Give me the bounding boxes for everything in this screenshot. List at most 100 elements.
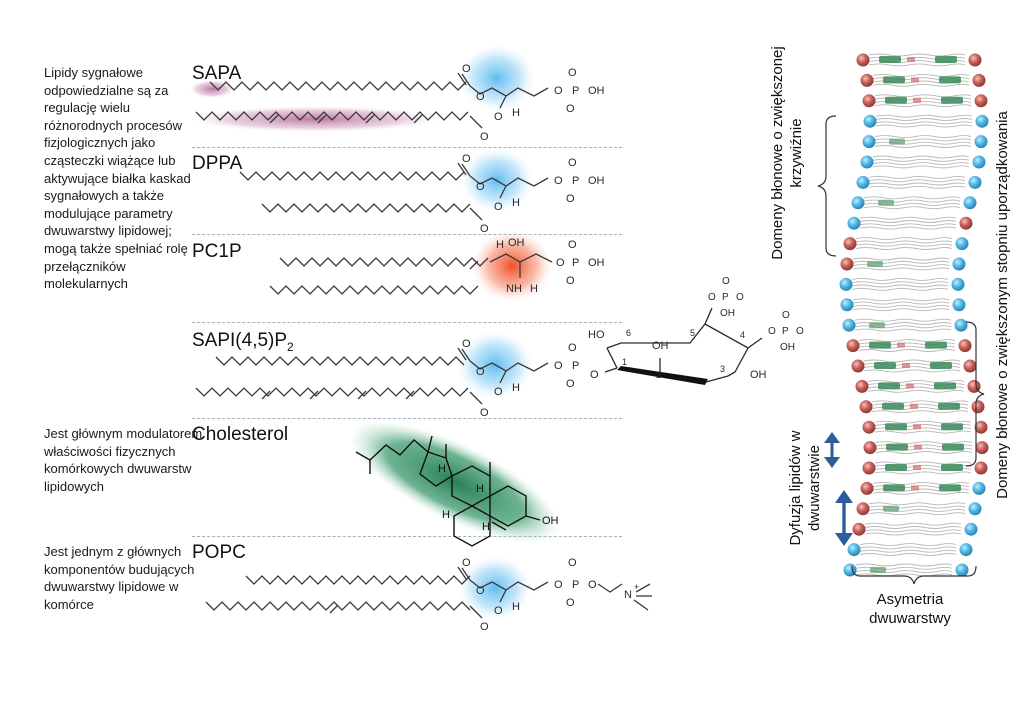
lipid-tail (875, 114, 973, 118)
lipid-tail (863, 206, 961, 210)
atom-label: O (588, 579, 597, 591)
lipid-tail (852, 304, 950, 308)
lipid-tail (867, 389, 965, 393)
double-bond (269, 114, 279, 124)
arrow-short-icon (824, 432, 840, 468)
atom-label: O (568, 157, 577, 169)
atom-label: OH (542, 515, 559, 527)
lipid-head-right (954, 318, 968, 332)
double-bond (309, 390, 319, 400)
lipid-head-right (974, 420, 988, 434)
carbonyl-bond (461, 348, 471, 362)
lipid-head-right (972, 73, 986, 87)
double-bond (405, 390, 415, 400)
carbonyl-bond (469, 605, 483, 619)
lipid-tail (859, 546, 957, 550)
atom-label: OH (588, 85, 605, 97)
cholesterol-mark (942, 443, 964, 451)
choline-bonds (597, 583, 623, 593)
lipid-tail (854, 318, 952, 322)
inositol-number: 4 (740, 330, 745, 340)
lipid-head-left (843, 237, 857, 251)
lipid-tail (874, 430, 972, 434)
lipid-head-left (862, 135, 876, 149)
lipid-head-left (839, 277, 853, 291)
carbonyl-bond (461, 163, 471, 177)
cholesterol-mark (878, 199, 894, 206)
highlight-glows (190, 45, 560, 620)
lipid-name-sapa: SAPA (192, 63, 242, 84)
lipid-tail (864, 522, 962, 526)
lipid-name-sapip2-subscript: 2 (287, 339, 294, 354)
atom-label: O (568, 67, 577, 79)
unsaturated-mark (910, 403, 918, 409)
lipid-tail (855, 247, 953, 250)
cholesterol-mark (941, 96, 963, 104)
atom-label: H (512, 382, 520, 394)
cholesterol-mark (885, 423, 907, 431)
popc-description: Jest jednym z głównych komponentów buduj… (44, 544, 195, 612)
lipid-tail (874, 420, 972, 424)
lipid-tail (872, 158, 970, 162)
lipid-tail (863, 369, 961, 373)
unsaturated-mark (897, 342, 905, 348)
bilayer-row (843, 237, 969, 251)
lipid-name-sapip2: SAPI(4,5)P2 (192, 330, 294, 354)
lipid-tail (872, 491, 970, 495)
bilayer-row (846, 339, 972, 353)
cholesterol-skeleton (355, 435, 541, 547)
lipid-head-right (971, 400, 985, 414)
unsaturated-mark (911, 485, 919, 491)
cholesterol-mark (878, 382, 900, 390)
unsaturated-mark (913, 465, 921, 470)
atom-label: H (482, 521, 490, 533)
lipid-tail (875, 118, 973, 121)
ester-bond (499, 370, 507, 384)
lipid-tail (868, 179, 966, 183)
arrow-long-icon (835, 490, 853, 546)
unsaturated-mark (913, 97, 921, 103)
lipid-head-right (952, 257, 966, 271)
lipid-head-right (964, 522, 978, 536)
lipid-tail (859, 543, 957, 547)
bilayer-row (847, 543, 973, 557)
lipid-tail (859, 226, 957, 230)
cholesterol-bond (355, 451, 371, 461)
bilayer-row (852, 522, 978, 536)
cholesterol-mark (934, 382, 956, 390)
cholesterol-mark (869, 322, 885, 329)
unsaturated-mark (907, 57, 915, 62)
atom-label: OH (652, 340, 669, 352)
lipid-head-right (972, 481, 986, 495)
cholesterol-mark (930, 362, 952, 369)
row-separator (192, 322, 622, 323)
lipid-head-left (847, 543, 861, 557)
inositol-number: 1 (622, 357, 627, 367)
bilayer-row (860, 73, 986, 87)
atom-label: O (462, 338, 471, 350)
cholesterol-mark (882, 402, 904, 410)
lipid-head-left (846, 339, 860, 353)
lipid-tail (852, 301, 950, 305)
cholesterol-ring-a (453, 505, 491, 547)
atom-label: O (782, 310, 790, 321)
lipid-tail (874, 104, 972, 108)
unsaturated-mark (902, 363, 910, 368)
atom-label: O (566, 378, 575, 390)
lipid-name-pc1p: PC1P (192, 241, 242, 262)
lipid-tail (874, 94, 972, 98)
carbonyl-bond (457, 347, 467, 361)
lipid-tail (851, 284, 949, 288)
lipid-tail (859, 549, 957, 553)
lipid-tail (874, 461, 972, 465)
atom-label: H (442, 509, 450, 521)
lipid-head-right (959, 216, 973, 230)
atom-label: P (722, 292, 729, 303)
atom-label: P (572, 360, 579, 372)
inositol-number: 5 (690, 328, 695, 338)
atom-label: O (554, 175, 563, 187)
bilayer-row (862, 135, 988, 149)
double-bond (413, 114, 423, 124)
